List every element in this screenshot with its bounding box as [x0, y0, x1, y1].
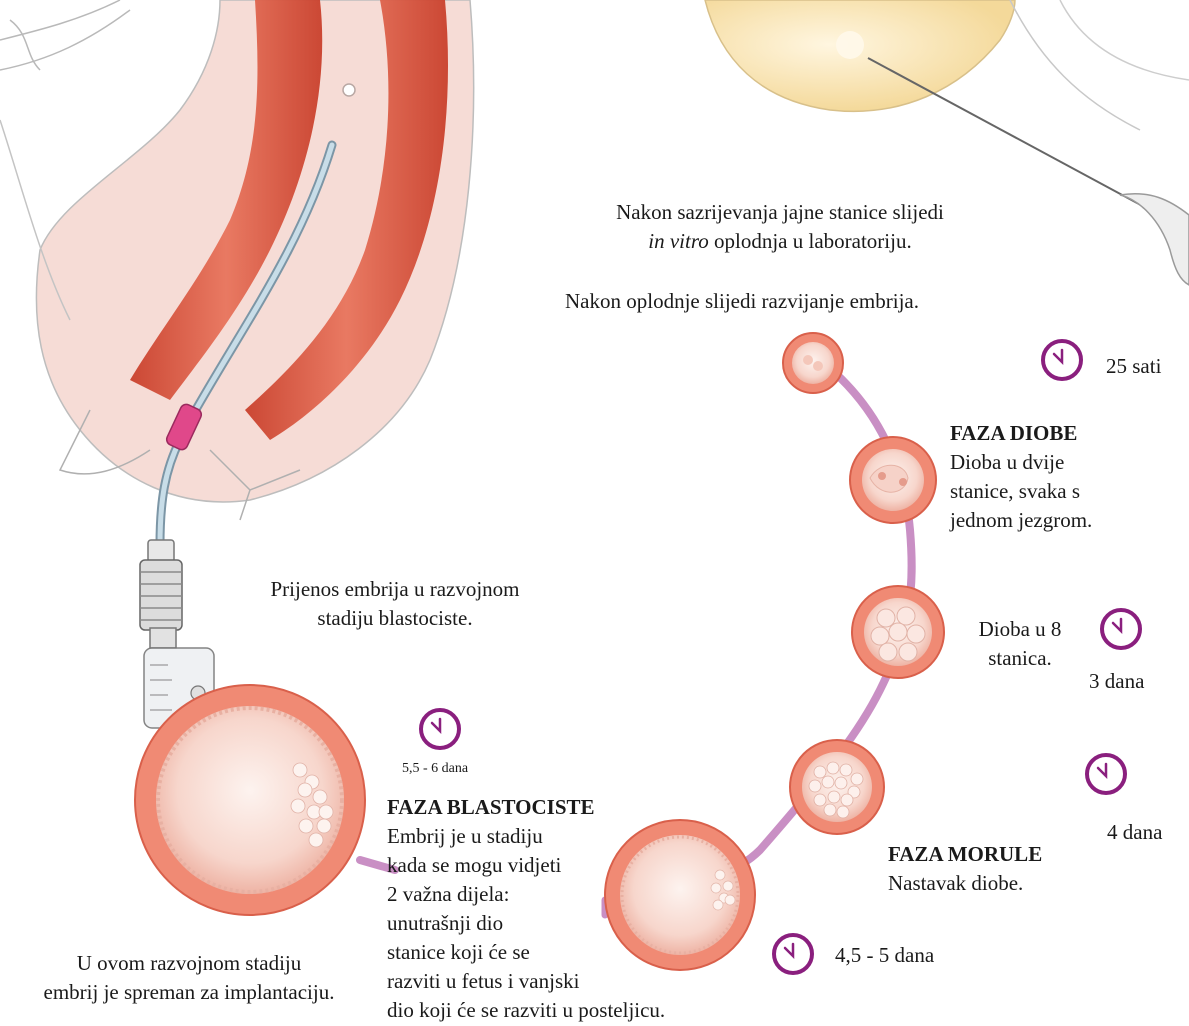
clock-icon	[1043, 341, 1081, 379]
transfer-line2: stadiju blastociste.	[230, 604, 560, 633]
stage-blastociste-line: razviti u fetus i vanjski	[387, 967, 665, 996]
clock-icon	[1087, 755, 1125, 793]
in-vitro-italic: in vitro	[648, 229, 708, 253]
clock-icon	[1102, 610, 1140, 648]
stage-morule-line1: Nastavak diobe.	[888, 869, 1042, 898]
cell-blastocyst-large	[135, 685, 365, 915]
stage-blastociste-line: 2 važna dijela:	[387, 880, 665, 909]
stage-diobe-line2: stanice, svaka s	[950, 477, 1092, 506]
stage-diobe: FAZA DIOBE Dioba u dvije stanice, svaka …	[950, 419, 1092, 535]
cell-morula	[790, 740, 884, 834]
transfer-caption: Prijenos embrija u razvojnom stadiju bla…	[230, 575, 560, 633]
time-5-5-dana: 5,5 - 6 dana	[402, 760, 468, 778]
stage-diobe-title: FAZA DIOBE	[950, 419, 1092, 448]
transfer-line1: Prijenos embrija u razvojnom	[230, 575, 560, 604]
stage-blastociste-line: kada se mogu vidjeti	[387, 851, 665, 880]
time-4-dana: 4 dana	[1107, 818, 1162, 847]
cell-two-stage	[850, 437, 936, 523]
clock-icon	[774, 935, 812, 973]
stage-blastociste-line: dio koji će se razviti u posteljicu.	[387, 996, 665, 1025]
clock-icon	[421, 710, 459, 748]
intro-line3: Nakon oplodnje slijedi razvijanje embrij…	[565, 287, 919, 316]
oocyte-top	[705, 0, 1189, 130]
time-4-5-dana: 4,5 - 5 dana	[835, 941, 934, 970]
stage-blastociste-line: Embrij je u stadiju	[387, 822, 665, 851]
stage-morule-title: FAZA MORULE	[888, 840, 1042, 869]
intro-line2: in vitro oplodnja u laboratoriju.	[560, 227, 1000, 256]
intro-line2-rest: oplodnja u laboratoriju.	[709, 229, 912, 253]
stage-blastociste-line: stanice koji će se	[387, 938, 665, 967]
stage-diobe-line3: jednom jezgrom.	[950, 506, 1092, 535]
implant-line2: embrij je spreman za implantaciju.	[4, 978, 374, 1007]
implant-line1: U ovom razvojnom stadiju	[4, 949, 374, 978]
time-25-sati: 25 sati	[1106, 352, 1161, 381]
cell-zygote	[783, 333, 843, 393]
tissue-outline-topleft	[0, 0, 130, 70]
stage-dioba8-line2: stanica.	[960, 644, 1080, 673]
implant-caption: U ovom razvojnom stadiju embrij je sprem…	[4, 949, 374, 1007]
stage-blastociste: FAZA BLASTOCISTE Embrij je u stadiju kad…	[387, 793, 665, 1025]
stage-blastociste-line: unutrašnji dio	[387, 909, 665, 938]
stage-diobe-line1: Dioba u dvije	[950, 448, 1092, 477]
cell-eight-stage	[852, 586, 944, 678]
stage-morule: FAZA MORULE Nastavak diobe.	[888, 840, 1042, 898]
intro-text: Nakon sazrijevanja jajne stanice slijedi…	[560, 198, 1000, 256]
intro-line1: Nakon sazrijevanja jajne stanice slijedi	[560, 198, 1000, 227]
stage-dioba8: Dioba u 8 stanica.	[960, 615, 1080, 673]
stage-dioba8-line1: Dioba u 8	[960, 615, 1080, 644]
stage-blastociste-title: FAZA BLASTOCISTE	[387, 793, 665, 822]
time-3-dana: 3 dana	[1089, 667, 1144, 696]
